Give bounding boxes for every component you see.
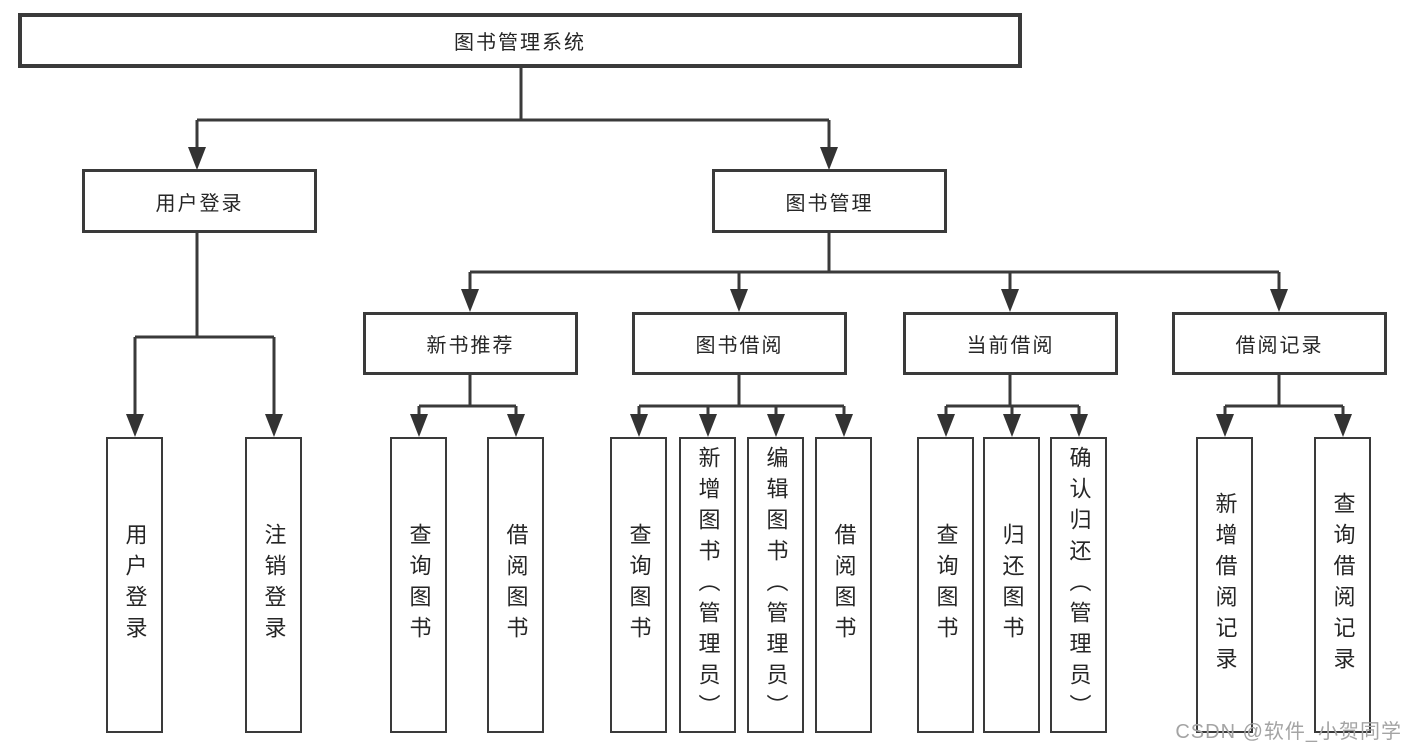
node-new-book-recommend: 新书推荐 bbox=[363, 312, 578, 375]
node-book-borrow: 图书借阅 bbox=[632, 312, 847, 375]
connector-new-book-children bbox=[417, 375, 518, 417]
node-borrow-records-label: 借阅记录 bbox=[1235, 335, 1324, 357]
leaf-query-borrow-record-label: 查询借阅记录 bbox=[1330, 492, 1356, 678]
csdn-watermark: CSDN @软件_小贺同学 bbox=[1175, 721, 1402, 743]
connector-root-to-level2 bbox=[195, 68, 831, 150]
leaf-query-books-2-label: 查询图书 bbox=[626, 523, 652, 647]
node-book-management: 图书管理 bbox=[712, 169, 947, 233]
node-root: 图书管理系统 bbox=[18, 13, 1022, 68]
connector-borrow-records-children bbox=[1223, 375, 1345, 417]
leaf-add-borrow-record: 新增借阅记录 bbox=[1196, 437, 1253, 733]
leaf-confirm-return-admin-label: 确认归还（管理员） bbox=[1066, 445, 1092, 725]
leaf-add-book-admin-label: 新增图书（管理员） bbox=[695, 445, 721, 725]
node-user-login: 用户登录 bbox=[82, 169, 317, 233]
connector-user-login-children bbox=[133, 233, 276, 417]
leaf-edit-book-admin-label: 编辑图书（管理员） bbox=[763, 445, 789, 725]
connector-current-borrow-children bbox=[944, 375, 1081, 417]
node-book-management-label: 图书管理 bbox=[785, 192, 874, 215]
leaf-user-login: 用户登录 bbox=[106, 437, 163, 733]
leaf-return-books: 归还图书 bbox=[983, 437, 1040, 733]
leaf-add-book-admin: 新增图书（管理员） bbox=[679, 437, 736, 733]
leaf-add-borrow-record-label: 新增借阅记录 bbox=[1212, 492, 1238, 678]
leaf-query-books-2: 查询图书 bbox=[610, 437, 667, 733]
leaf-logout-login: 注销登录 bbox=[245, 437, 302, 733]
leaf-confirm-return-admin: 确认归还（管理员） bbox=[1050, 437, 1107, 733]
node-book-borrow-label: 图书借阅 bbox=[695, 335, 784, 357]
leaf-borrow-books-2-label: 借阅图书 bbox=[831, 523, 857, 647]
leaf-return-books-label: 归还图书 bbox=[999, 523, 1025, 647]
leaf-query-books-1-label: 查询图书 bbox=[406, 523, 432, 647]
connector-book-management-children bbox=[468, 233, 1281, 292]
leaf-query-books-3-label: 查询图书 bbox=[933, 523, 959, 647]
node-user-login-label: 用户登录 bbox=[155, 192, 244, 215]
leaf-borrow-books-1-label: 借阅图书 bbox=[503, 523, 529, 647]
node-borrow-records: 借阅记录 bbox=[1172, 312, 1387, 375]
leaf-query-books-3: 查询图书 bbox=[917, 437, 974, 733]
leaf-edit-book-admin: 编辑图书（管理员） bbox=[747, 437, 804, 733]
node-root-label: 图书管理系统 bbox=[454, 32, 586, 54]
leaf-logout-login-label: 注销登录 bbox=[261, 523, 287, 647]
leaf-borrow-books-1: 借阅图书 bbox=[487, 437, 544, 733]
node-new-book-recommend-label: 新书推荐 bbox=[426, 335, 515, 357]
node-current-borrow-label: 当前借阅 bbox=[966, 335, 1055, 357]
leaf-query-books-1: 查询图书 bbox=[390, 437, 447, 733]
leaf-user-login-label: 用户登录 bbox=[122, 523, 148, 647]
connector-book-borrow-children bbox=[637, 375, 846, 417]
leaf-borrow-books-2: 借阅图书 bbox=[815, 437, 872, 733]
leaf-query-borrow-record: 查询借阅记录 bbox=[1314, 437, 1371, 733]
node-current-borrow: 当前借阅 bbox=[903, 312, 1118, 375]
